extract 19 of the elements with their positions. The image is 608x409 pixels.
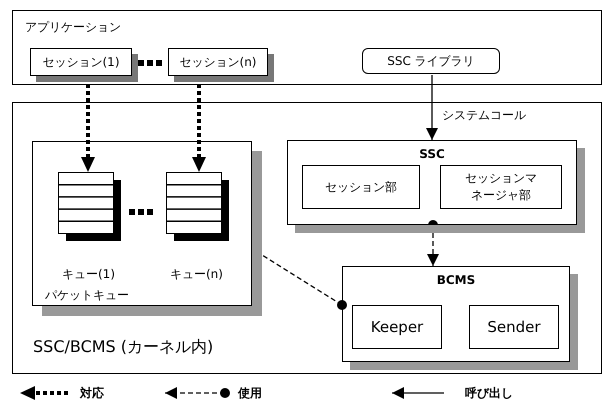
box-title: SSC (418, 147, 446, 161)
dashed-arrow (427, 220, 439, 266)
module-box: Sender (469, 305, 559, 349)
arrow (426, 75, 438, 140)
module-box: セッションマネージャ部 (440, 165, 562, 209)
queue-label: キュー(1) (62, 266, 115, 283)
box-title: BCMS (436, 273, 476, 287)
module-box: Keeper (352, 305, 442, 349)
library-box: SSC ライブラリ (362, 48, 500, 74)
queue-label: キュー(n) (170, 266, 223, 283)
application-box (12, 10, 602, 85)
legend-label: 呼び出し (465, 385, 513, 402)
box-title: パケットキュー (45, 287, 129, 304)
legend-label: 対応 (80, 385, 104, 402)
box-title: SSC/BCMS (カーネル内) (33, 337, 214, 358)
module-box: セッション部 (302, 165, 420, 209)
box-title: アプリケーション (25, 19, 121, 36)
kernel-box (12, 102, 602, 374)
legend-label: 使用 (238, 385, 262, 402)
